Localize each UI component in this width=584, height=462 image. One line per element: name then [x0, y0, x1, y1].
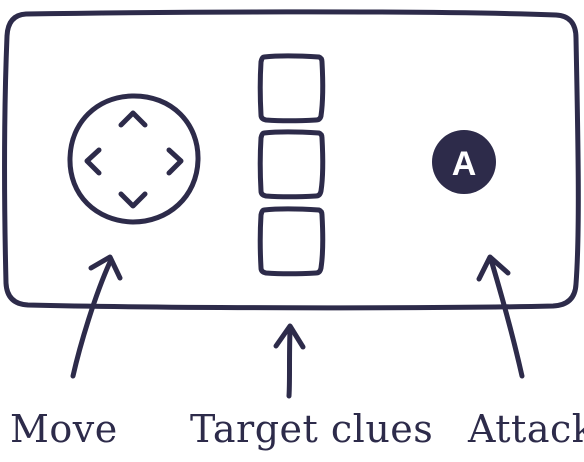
attack-button-letter: A — [452, 145, 477, 183]
attack-arrow-icon — [476, 254, 525, 379]
dpad-ring — [67, 93, 201, 225]
attack-label: Attack — [468, 407, 584, 451]
dpad-up-chevron — [118, 110, 148, 128]
dpad-left-chevron — [84, 147, 102, 176]
dpad-icon[interactable] — [67, 93, 201, 225]
clue-slot-1 — [257, 53, 326, 124]
attack-button-icon[interactable]: A — [432, 130, 496, 194]
device-frame — [2, 9, 581, 311]
clue-slot-3 — [257, 206, 326, 277]
move-label: Move — [10, 407, 118, 451]
target-clues-arrow-icon — [273, 323, 306, 399]
clue-slot-2 — [257, 129, 326, 200]
target-clues-label: Target clues — [190, 407, 434, 451]
move-arrow-icon — [70, 254, 123, 379]
dpad-down-chevron — [118, 191, 148, 209]
dpad-right-chevron — [166, 147, 184, 176]
